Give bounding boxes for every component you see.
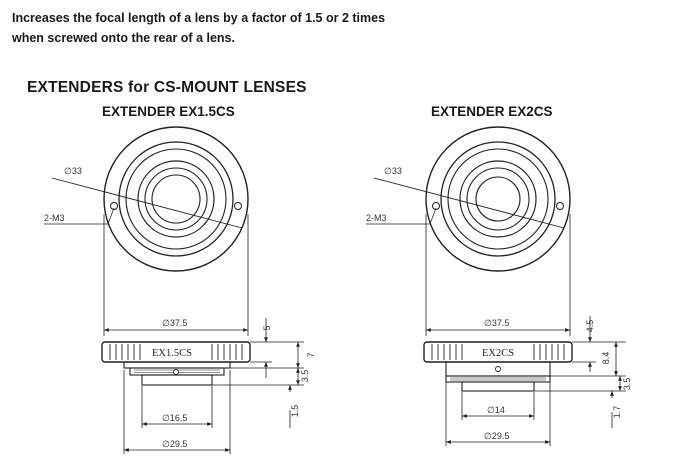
ex2-height-bottom-dim: 1.7 [612,406,622,419]
intro-text: Increases the focal length of a lens by … [12,8,385,48]
ex2-inner-dia-dim: ∅14 [487,405,505,415]
ex2-drawing: ∅33 2-M3 ∅37.5 [366,126,632,446]
ex2-side-view [423,341,573,392]
ex15-inner-dia-dim: ∅16.5 [162,413,187,423]
ex15-height-bottom-dim: 1.5 [290,405,300,418]
ex2-screw-dim: 2-M3 [366,213,387,223]
ex15-outer-dia-dim: ∅37.5 [162,318,187,328]
ex15-side-view [101,341,251,386]
ex2-height-total-dim: 8.4 [601,352,611,365]
ex15-title: EXTENDER EX1.5CS [102,104,235,119]
ex2-height-top-dim: 4.5 [585,320,595,333]
section-title: EXTENDERS for CS-MOUNT LENSES [27,79,307,96]
ex2-mount-dia-dim: ∅29.5 [484,431,509,441]
ex15-body-label: EX1.5CS [152,348,192,359]
ex2-bolt-circle-dim: ∅33 [384,166,402,176]
ex15-screw-dim: 2-M3 [44,213,65,223]
ex15-front-view [44,126,249,272]
ex2-title: EXTENDER EX2CS [431,104,553,119]
ex15-height-total-dim: 7 [306,352,316,357]
ex15-height-mid-dim: 3.5 [300,370,310,383]
intro-line-1: Increases the focal length of a lens by … [12,11,386,25]
ex2-front-view [366,126,571,272]
intro-line-2: when screwed onto the rear of a lens. [12,31,235,45]
ex15-drawing: ∅33 2-M3 ∅37.5 [44,126,316,454]
ex15-mount-dia-dim: ∅29.5 [162,439,187,449]
ex15-height-top-dim: 5 [262,325,272,330]
ex2-height-mid-dim: 3.5 [622,378,632,391]
ex15-bolt-circle-dim: ∅33 [64,166,82,176]
ex2-body-label: EX2CS [482,348,514,359]
ex2-outer-dia-dim: ∅37.5 [484,318,509,328]
